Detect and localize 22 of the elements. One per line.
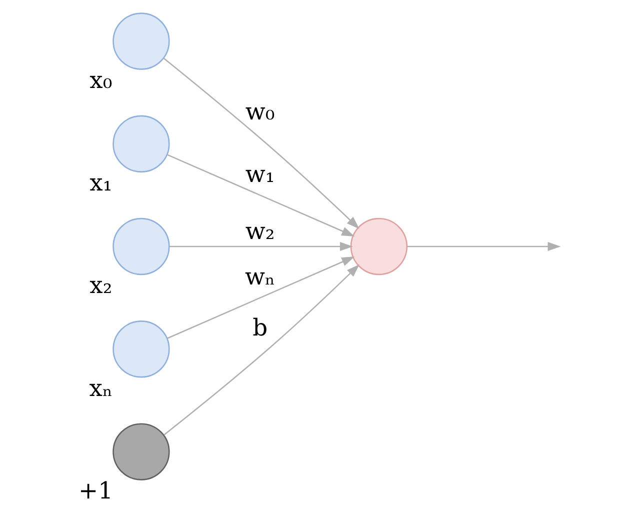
node-label: x₁: [90, 168, 112, 197]
edge-label: w₂: [245, 217, 275, 246]
node-label: x₂: [90, 271, 112, 300]
edge-label: w₀: [245, 98, 275, 126]
edge-label: w₁: [245, 160, 275, 188]
arrow: [407, 242, 561, 252]
node-label: x₀: [90, 66, 112, 94]
node-label: xₙ: [89, 374, 113, 402]
node-circle: [112, 218, 170, 276]
node-circle: [112, 320, 170, 378]
edge-label: b: [252, 313, 268, 342]
arrow: [169, 242, 353, 252]
edge-label: wₙ: [245, 262, 276, 291]
node-circle: [112, 423, 170, 480]
arrow: [166, 256, 355, 339]
node-circle: [350, 218, 408, 276]
arrow: [164, 264, 360, 436]
node-circle: [112, 115, 170, 172]
arrow: [163, 58, 360, 229]
node-label: +1: [78, 476, 113, 504]
arrow: [166, 154, 355, 236]
node-circle: [112, 12, 170, 70]
